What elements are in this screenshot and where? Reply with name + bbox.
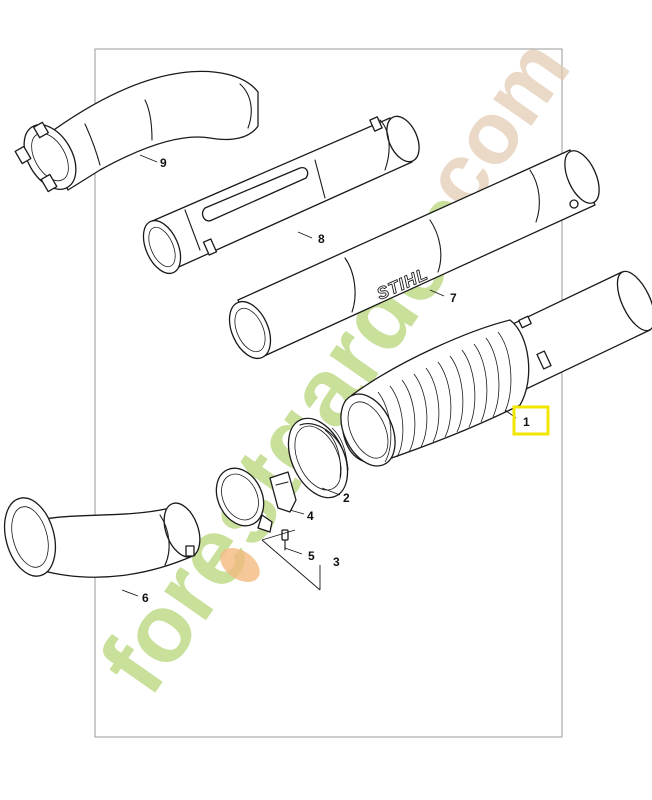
bellows-ribs <box>377 331 512 463</box>
callout-9[interactable]: 9 <box>160 156 167 170</box>
callout-6[interactable]: 6 <box>142 591 149 605</box>
callout-2[interactable]: 2 <box>343 491 350 505</box>
callout-5[interactable]: 5 <box>308 549 315 563</box>
callout-3[interactable]: 3 <box>333 555 340 569</box>
callout-1-highlight <box>512 405 550 436</box>
part-6-elbow[interactable] <box>0 492 207 582</box>
callout-1[interactable]: 1 <box>523 415 530 429</box>
part-2-threaded-ring[interactable] <box>277 409 360 507</box>
part-4-clip[interactable] <box>269 471 297 513</box>
part-8-tube-with-slot[interactable] <box>136 111 426 279</box>
part-3-clamp[interactable] <box>207 461 273 534</box>
diagram-frame <box>94 48 563 738</box>
callout-8[interactable]: 8 <box>318 232 325 246</box>
callout-4[interactable]: 4 <box>307 509 314 523</box>
watermark-accent-mark <box>220 547 260 583</box>
part-7-long-tube[interactable]: STIHL <box>221 146 606 365</box>
part-9-elbow-tube[interactable] <box>13 70 259 198</box>
leader-lines <box>121 154 517 597</box>
part-1-bellows-tube[interactable] <box>330 266 652 475</box>
callout-7[interactable]: 7 <box>450 291 457 305</box>
callouts: 9 8 7 1 2 4 5 3 6 <box>142 156 530 605</box>
